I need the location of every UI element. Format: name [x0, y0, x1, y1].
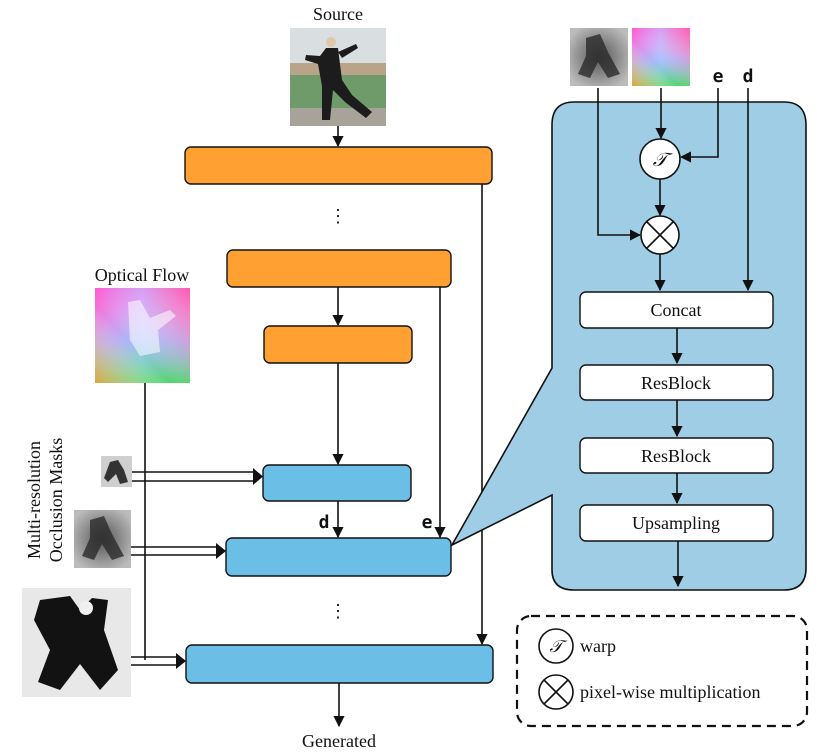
legend-mult-text: pixel-wise multiplication: [580, 682, 760, 702]
masks-label: Multi-resolution Occlusion Masks: [24, 438, 66, 563]
encoder-block-2: [226, 249, 452, 288]
decoder-block-2: [225, 537, 452, 577]
encoder-block-1: [184, 146, 493, 185]
source-image: [290, 28, 386, 126]
upsampling-block: [579, 504, 774, 542]
upsampling-label: Upsampling: [632, 513, 720, 533]
detail-label-e: e: [713, 66, 724, 87]
legend-warp-text: warp: [580, 636, 616, 656]
masks-label-line2: Occlusion Masks: [46, 438, 66, 563]
decoder-block-1: [262, 464, 412, 502]
generated-label: Generated: [302, 731, 376, 751]
arrow-mask-to-mult: [597, 88, 642, 241]
ellipsis-encoder: ⋮: [329, 206, 347, 226]
main-network: Source ⋮ ⋮ d e: [22, 4, 494, 751]
mask-image-small: [101, 456, 132, 487]
optical-flow-label: Optical Flow: [95, 265, 190, 285]
masks-label-line1: Multi-resolution: [24, 441, 44, 559]
legend-border: [515, 614, 809, 728]
detail-mask-thumb: [570, 28, 628, 86]
legend-warp-icon: [538, 628, 574, 664]
mask-image-medium: [74, 510, 131, 568]
legend: 𝒯 warp pixel-wise multiplication: [515, 614, 809, 728]
decoder-block-3: [185, 644, 494, 684]
legend-multiply-icon: [538, 674, 574, 710]
mask-arrow-2: [131, 543, 226, 559]
detail-flow-thumb: [632, 28, 690, 86]
optical-flow-image: [95, 288, 190, 383]
encoder-block-3: [263, 325, 413, 364]
mask-arrow-1: [132, 468, 263, 485]
resblock-1-label: ResBlock: [641, 373, 711, 393]
concat-label: Concat: [651, 300, 702, 320]
detail-panel: e d 𝒯 Concat ResBlock ResBlock Upsamplin…: [450, 28, 807, 591]
mask-arrow-3: [131, 653, 186, 669]
ellipsis-decoder: ⋮: [329, 601, 347, 621]
detail-label-d: d: [743, 66, 754, 87]
source-label: Source: [313, 4, 363, 24]
arrow-e-to-warp: [679, 88, 719, 163]
label-e: e: [422, 512, 433, 533]
mask-image-large: [22, 588, 131, 697]
resblock-2-label: ResBlock: [641, 446, 711, 466]
label-d: d: [319, 512, 330, 533]
multiply-node: [640, 215, 680, 255]
